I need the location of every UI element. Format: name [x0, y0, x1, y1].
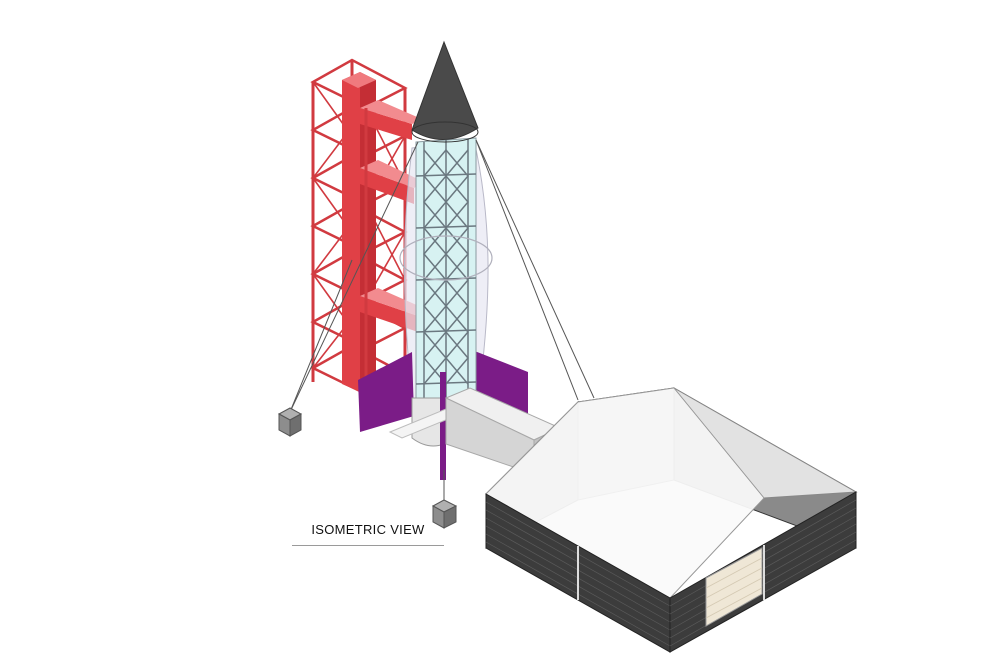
rocket [358, 40, 528, 480]
launch-tower [310, 58, 428, 406]
anchor-block-bottom-icon [431, 499, 458, 529]
shed [485, 387, 858, 653]
anchor-block-left-icon [277, 407, 303, 437]
service-arms [360, 100, 428, 332]
view-caption: ISOMETRIC VIEW [311, 522, 425, 537]
shed-door-icon [705, 547, 763, 627]
rocket-ring [399, 235, 493, 281]
fin-left [358, 352, 414, 432]
launch-rod [440, 372, 446, 480]
tower-column-front [342, 72, 360, 392]
guy-wires [289, 139, 595, 500]
caption-underline [292, 545, 444, 546]
tower-column-side [360, 72, 376, 400]
